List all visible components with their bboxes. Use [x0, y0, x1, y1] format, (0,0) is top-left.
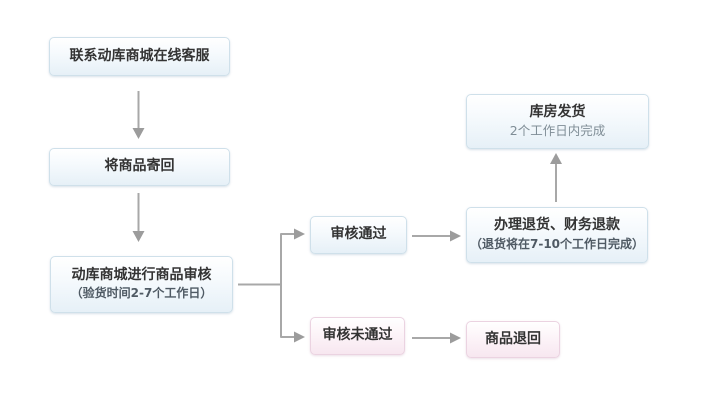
- review-label: 动库商城进行商品审核: [71, 266, 212, 283]
- flow-node-refund: 办理退货、财务退款 （退货将在7-10个工作日完成）: [466, 207, 648, 263]
- branch-top-arrow-head: [294, 228, 305, 240]
- review-note: （验货时间2-7个工作日）: [70, 286, 213, 301]
- flow-node-goods-returned: 商品退回: [466, 321, 560, 358]
- arrow-refund-to-warehouse-head: [550, 153, 562, 164]
- warehouse-ship-note: 2个工作日内完成: [509, 123, 606, 139]
- warehouse-ship-label: 库房发货: [529, 103, 586, 120]
- review-failed-label: 审核未通过: [322, 327, 393, 344]
- contact-service-label: 联系动库商城在线客服: [69, 47, 210, 64]
- refund-note: （退货将在7-10个工作日完成）: [469, 236, 645, 251]
- flow-node-review-failed: 审核未通过: [310, 317, 405, 355]
- send-back-label: 将商品寄回: [104, 158, 175, 175]
- goods-returned-label: 商品退回: [485, 330, 541, 347]
- branch-bracket-line: [280, 233, 294, 338]
- refund-label: 办理退货、财务退款: [494, 217, 620, 234]
- arrow-failed-to-returned-head: [450, 332, 461, 344]
- flow-node-send-back: 将商品寄回: [49, 148, 230, 186]
- branch-bottom-arrow-head: [294, 331, 305, 343]
- flow-node-review-passed: 审核通过: [310, 216, 407, 254]
- review-passed-label: 审核通过: [330, 226, 387, 243]
- flow-node-warehouse-ship: 库房发货 2个工作日内完成: [466, 94, 649, 149]
- arrow-contact-to-sendback-head: [132, 128, 145, 139]
- arrow-sendback-to-review-head: [132, 231, 145, 242]
- arrow-passed-to-refund-head: [450, 230, 461, 242]
- flow-node-contact-service: 联系动库商城在线客服: [49, 37, 230, 76]
- flow-node-review: 动库商城进行商品审核 （验货时间2-7个工作日）: [50, 256, 233, 313]
